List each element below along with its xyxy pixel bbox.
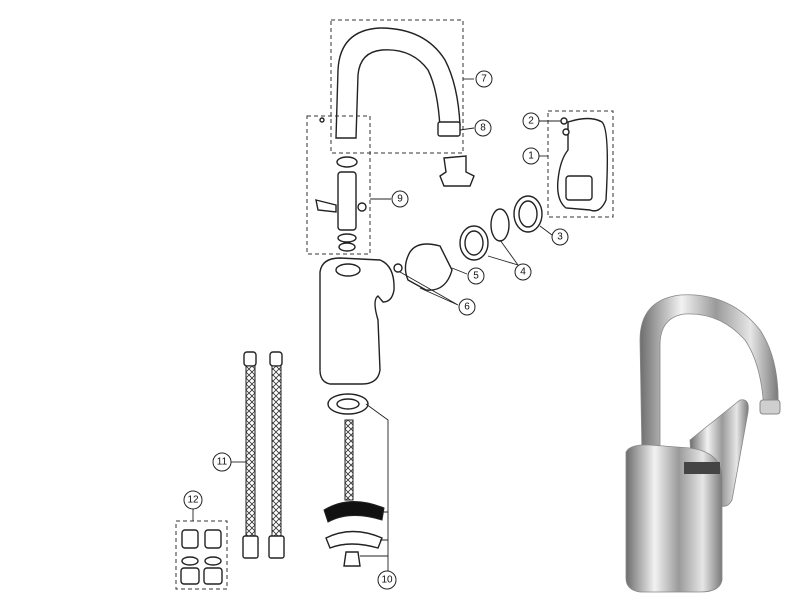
diverter-body: [337, 171, 357, 231]
aerator-housing: [439, 155, 475, 187]
faucet-body: [319, 257, 395, 385]
callout-5: 5: [467, 267, 485, 285]
svg-text:7: 7: [481, 74, 487, 85]
callout-11: 11: [212, 452, 232, 472]
mount-bracket: [325, 530, 383, 549]
svg-text:9: 9: [397, 194, 403, 205]
callout-3: 3: [551, 228, 569, 246]
callout-8: 8: [474, 119, 492, 137]
svg-text:6: 6: [464, 302, 470, 313]
lever-group-outline: [547, 110, 614, 218]
callout-4: 4: [514, 263, 532, 281]
screw: [560, 117, 568, 125]
mount-plate: [323, 500, 385, 523]
callout-9: 9: [391, 190, 409, 208]
product-photo: [625, 294, 781, 593]
fittings-group: [175, 520, 228, 590]
svg-text:12: 12: [187, 495, 199, 506]
svg-text:10: 10: [381, 575, 393, 586]
aerator: [437, 121, 461, 137]
svg-text:3: 3: [557, 232, 563, 243]
supply-hoses: [242, 351, 285, 559]
diverter-group: [306, 115, 371, 255]
cartridge: [404, 243, 453, 291]
callout-6: 6: [458, 298, 476, 316]
svg-text:4: 4: [520, 267, 526, 278]
mount-nut: [343, 551, 361, 567]
svg-text:5: 5: [473, 271, 479, 282]
svg-text:2: 2: [528, 116, 534, 127]
lever-group: [547, 110, 614, 218]
fittings-outline: [175, 520, 228, 590]
callout-2: 2: [522, 112, 540, 130]
cartridge-pin: [393, 263, 403, 273]
spout-group: [330, 19, 475, 187]
svg-text:8: 8: [480, 123, 486, 134]
callout-1: 1: [522, 147, 540, 165]
svg-text:1: 1: [528, 151, 534, 162]
callout-7: 7: [475, 70, 493, 88]
callout-12: 12: [183, 490, 203, 510]
svg-text:11: 11: [217, 457, 228, 468]
spout-group-outline: [330, 19, 464, 154]
callout-10: 10: [377, 570, 397, 590]
threaded-rod: [344, 419, 354, 501]
o-ring: [490, 208, 510, 242]
mount-washer: [327, 393, 369, 415]
leader-lines: [192, 78, 561, 572]
diverter-group-outline: [306, 115, 371, 255]
